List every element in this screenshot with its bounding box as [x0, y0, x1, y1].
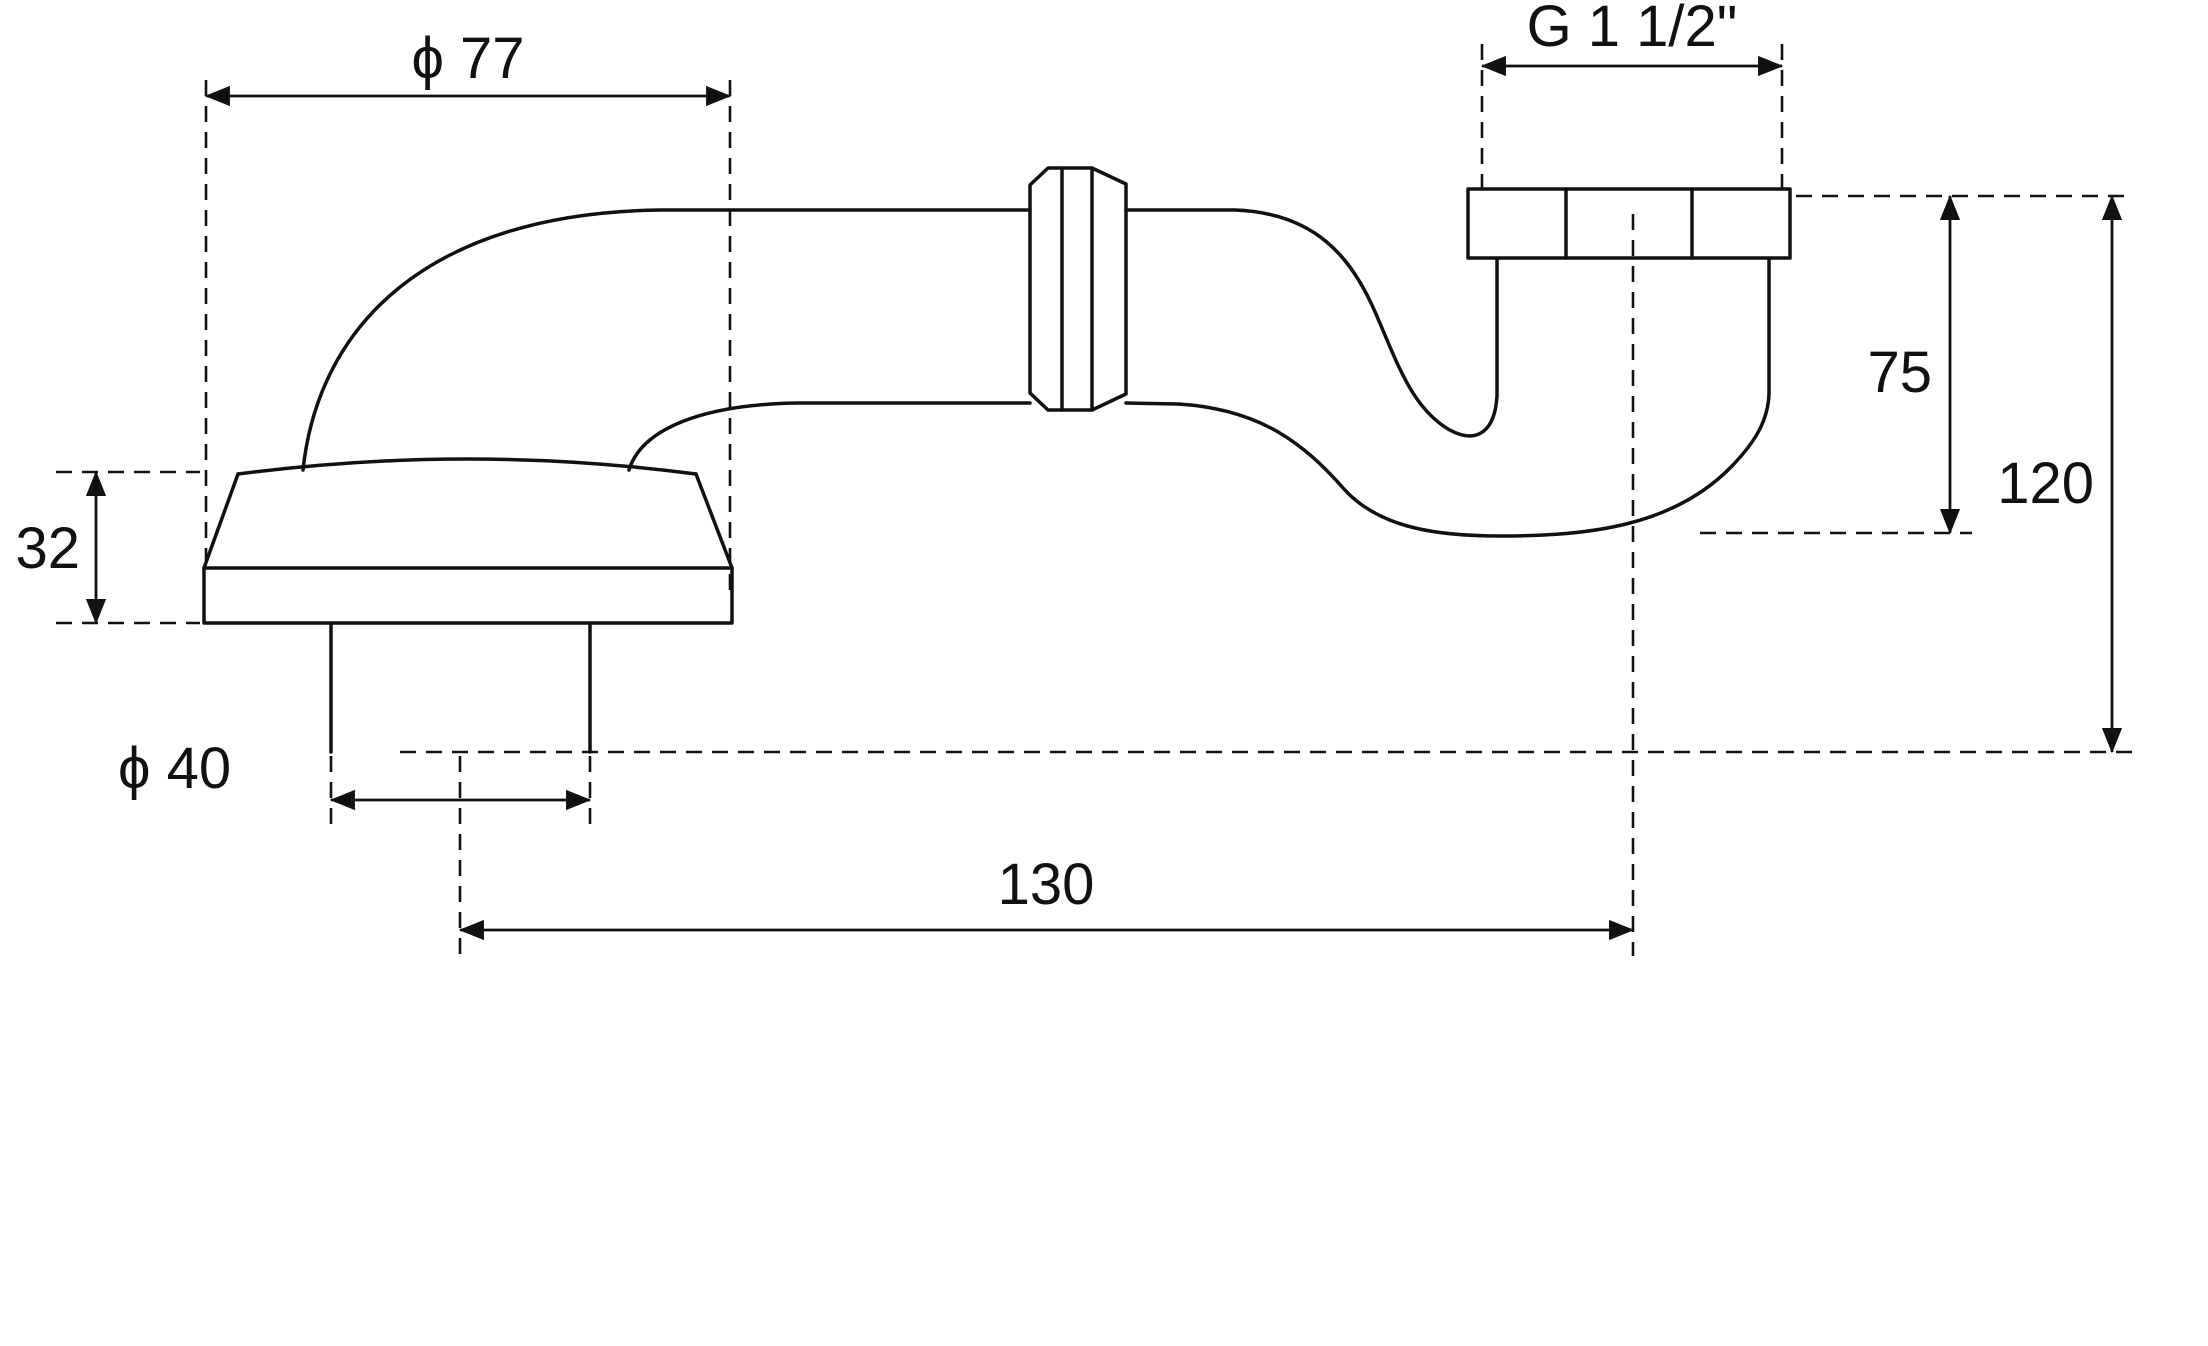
flange-bell	[202, 457, 734, 625]
dim-label-32: 32	[15, 516, 80, 581]
dim-label-120: 120	[1997, 451, 2094, 516]
tailpipe	[329, 621, 592, 754]
flange-band	[202, 566, 734, 625]
top-nut-outline	[1466, 187, 1792, 260]
dim-label-phi40: ϕ 40	[118, 736, 231, 801]
dim-label-75: 75	[1867, 340, 1932, 405]
dimensions: ϕ 77 G 1 1/2" 32 75 120 ϕ 40	[15, 0, 2123, 941]
dim-label-phi77: ϕ 77	[411, 26, 524, 91]
dim-outlet-offset: 130	[458, 852, 1635, 941]
elbow-inner-curve	[627, 401, 1032, 472]
elbow-pipe	[301, 208, 1032, 472]
construction-lines	[56, 44, 2134, 956]
dim-flange-diameter: ϕ 77	[204, 26, 732, 107]
dim-thread-size: G 1 1/2"	[1480, 0, 1784, 77]
top-coupling-nut	[1466, 187, 1792, 260]
flange-top-arc	[236, 457, 698, 476]
middle-nut-outline	[1028, 166, 1128, 412]
trap-outline	[202, 166, 1792, 754]
dim-label-130: 130	[998, 852, 1095, 917]
dim-tailpipe-diameter: ϕ 40	[118, 736, 592, 811]
s-bend-lower-boundary	[1124, 257, 1771, 538]
elbow-outer-curve	[301, 208, 1032, 472]
middle-union-nut	[1028, 166, 1128, 412]
flange-left-slant	[202, 472, 240, 570]
dim-label-thread: G 1 1/2"	[1527, 0, 1738, 59]
dim-overall-height: 120	[1997, 194, 2123, 754]
trap-s-bend	[1124, 208, 1771, 538]
flange-right-slant	[694, 472, 734, 570]
dim-flange-height: 32	[15, 470, 107, 625]
s-bend-upper-boundary	[1124, 208, 1499, 438]
dim-trap-depth: 75	[1867, 194, 1961, 535]
